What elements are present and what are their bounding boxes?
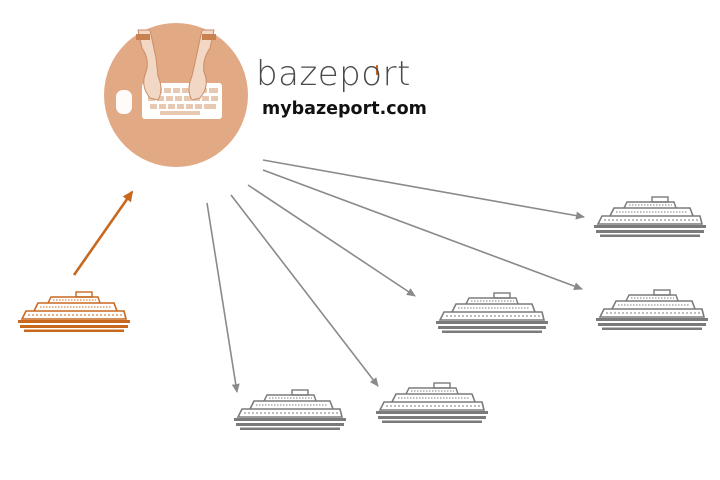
arrow-to-ship-1 bbox=[262, 159, 585, 220]
ship-icon-1 bbox=[593, 196, 707, 238]
arrow-to-ship-2 bbox=[262, 169, 583, 290]
ship-icon-2 bbox=[595, 289, 709, 331]
arrow-to-ship-5 bbox=[206, 202, 240, 393]
origin-ship-icon bbox=[17, 291, 131, 333]
ship-icon-5 bbox=[233, 389, 347, 431]
arrow-to-ship-4 bbox=[230, 194, 379, 387]
ship-icon-4 bbox=[375, 382, 489, 424]
hub-icon bbox=[104, 23, 248, 167]
arrow-to-hub bbox=[72, 190, 134, 276]
arrow-to-ship-3 bbox=[247, 184, 416, 297]
ship-icon-3 bbox=[435, 292, 549, 334]
brand-url: mybazeport.com bbox=[262, 99, 427, 119]
brand-logo-text: bazeport bbox=[256, 54, 411, 94]
